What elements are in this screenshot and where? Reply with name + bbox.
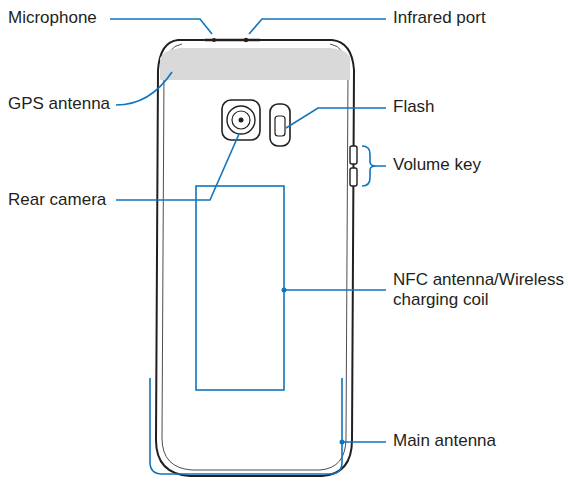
camera-lens (232, 111, 250, 129)
part-label: Volume key (393, 155, 563, 175)
leader-line (284, 289, 386, 291)
leader-line (249, 19, 386, 34)
leader-line (110, 19, 212, 34)
part-label: Rear camera (8, 190, 114, 210)
leader-lines (110, 19, 386, 442)
top-edge (205, 39, 260, 42)
camera-housing (222, 100, 260, 140)
phone-body (156, 40, 354, 476)
gps-band (160, 48, 350, 80)
leader-line (116, 72, 172, 105)
camera-center (239, 118, 244, 123)
leader-line (286, 108, 386, 128)
leader-line (116, 134, 239, 200)
leader-dot (282, 288, 287, 293)
volume-bracket (362, 146, 386, 186)
part-label: Main antenna (393, 431, 563, 451)
part-label: Microphone (8, 8, 108, 28)
volume-down (350, 168, 357, 186)
leader-line (342, 441, 386, 443)
leader-dot (340, 440, 345, 445)
infrared-port (244, 38, 248, 42)
microphone-hole (212, 38, 216, 42)
part-label: GPS antenna (8, 94, 114, 114)
flash-led (275, 116, 285, 136)
part-label: Infrared port (393, 8, 563, 28)
part-label: Flash (393, 97, 563, 117)
nfc-area (196, 186, 284, 390)
flash-housing (270, 104, 290, 146)
volume-up (350, 146, 357, 164)
camera-ring (227, 106, 255, 134)
main-antenna-bracket (150, 378, 342, 474)
part-label: NFC antenna/Wireless charging coil (393, 270, 565, 310)
